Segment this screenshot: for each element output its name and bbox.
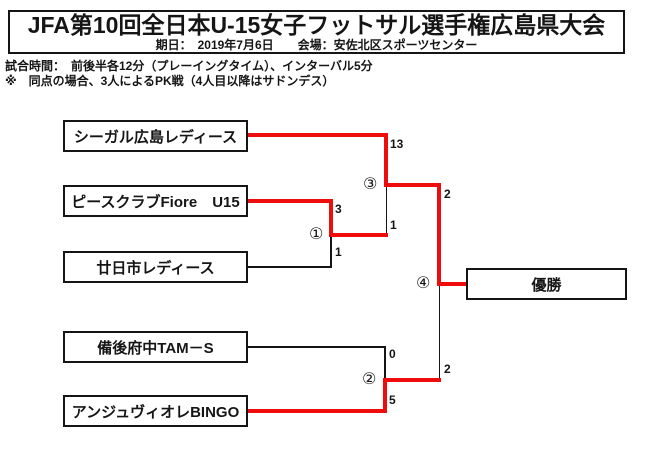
score-match3-fiore: 1: [390, 218, 397, 232]
bracket-line-tam-s-horizontal: [248, 346, 386, 348]
match3-number-badge: ③: [363, 176, 378, 193]
team-box-peace-club-fiore-u15: ピースクラブFiore U15: [63, 185, 248, 217]
team-box-bingo-fuchu-tam-s: 備後府中TAM－S: [63, 331, 248, 363]
bracket-line-match1-winner-horizontal: [329, 233, 388, 237]
pk-rule-note: ※ 同点の場合、3人によるPK戦（4人目以降はサドンデス）: [5, 74, 335, 88]
page-title: JFA第10回全日本U-15女子フットサル選手権広島県大会: [27, 12, 606, 38]
match1-number-badge: ①: [309, 226, 324, 243]
score-match1-fiore: 3: [335, 202, 342, 216]
score-match2-bingo: 5: [389, 393, 396, 407]
match4-number-badge: ④: [416, 275, 431, 292]
bracket-line-match1-vertical-red: [329, 199, 333, 237]
bracket-line-bingo-horizontal: [248, 409, 387, 413]
score-match3-seagull: 13: [390, 137, 404, 151]
bracket-line-match1-to-match3-connector: [386, 187, 387, 233]
bracket-line-hatsukaichi-horizontal: [248, 266, 332, 268]
title-box: JFA第10回全日本U-15女子フットサル選手権広島県大会 期日： 2019年7…: [8, 10, 625, 54]
bracket-line-hatsukaichi-vertical: [330, 237, 332, 267]
bracket-line-tam-s-vertical: [384, 348, 386, 378]
score-match2-tam-s: 0: [389, 347, 396, 361]
champion-box: 優勝: [466, 268, 627, 300]
bracket-line-match3-winner-horizontal: [384, 183, 441, 187]
team-box-anju-violet-bingo: アンジュヴィオレBINGO: [63, 395, 248, 427]
bracket-line-match3-vertical-red: [384, 133, 388, 187]
score-final-seagull: 2: [444, 187, 451, 201]
score-final-bingo: 2: [444, 362, 451, 376]
date-venue-line: 期日： 2019年7月6日 会場：安佐北区スポーツセンター: [155, 38, 478, 52]
team-box-hatsukaichi-ladies: 廿日市レディース: [63, 251, 248, 283]
bracket-line-match2-winner-horizontal: [383, 378, 441, 382]
bracket-line-final-vertical-red: [437, 183, 441, 286]
score-match1-hatsukaichi: 1: [335, 245, 342, 259]
bracket-line-fiore-horizontal: [248, 199, 333, 203]
match2-number-badge: ②: [362, 371, 377, 388]
bracket-line-match2-vertical-red: [383, 378, 387, 413]
bracket-line-seagull-horizontal: [248, 133, 388, 137]
match-time-note: 試合時間： 前後半各12分（プレーイングタイム）、インターバル5分: [5, 59, 373, 73]
bracket-line-champion-horizontal: [437, 282, 466, 286]
bracket-line-match2-to-final-connector: [439, 286, 440, 378]
team-box-seagull-hiroshima-ladies: シーガル広島レディース: [63, 120, 248, 152]
